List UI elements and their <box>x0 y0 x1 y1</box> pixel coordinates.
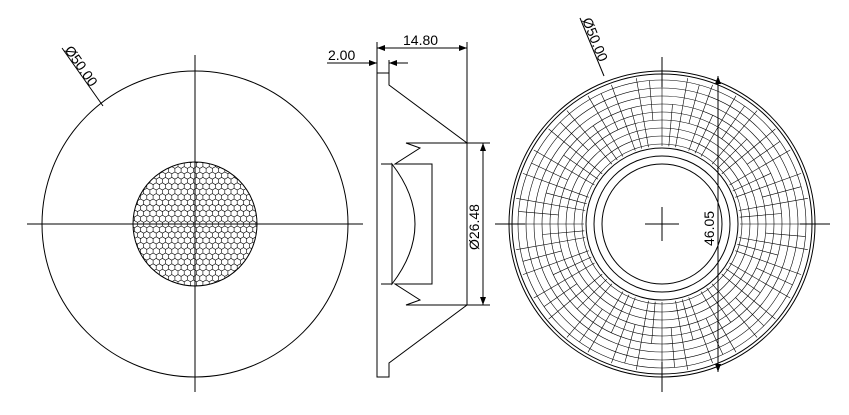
back-view: Ø50.00 46.05 <box>495 15 830 392</box>
front-diameter-label: Ø50.00 <box>62 43 102 90</box>
back-diameter-label: Ø50.00 <box>579 15 611 64</box>
section-body <box>376 72 468 378</box>
flange-label: 2.00 <box>328 47 355 63</box>
front-view: Ø50.00 <box>27 43 363 392</box>
inner-dimension-label: 46.05 <box>701 211 717 246</box>
height-label: 14.80 <box>403 32 438 48</box>
inner-lens <box>391 162 416 286</box>
diameter-leader <box>61 47 104 107</box>
honeycomb-texture <box>133 162 257 286</box>
inner-diameter-label: Ø26.48 <box>466 204 482 250</box>
cavity <box>393 142 468 306</box>
diameter-leader <box>579 17 605 77</box>
section-view: 14.80 2.00 Ø26.48 <box>327 32 490 378</box>
